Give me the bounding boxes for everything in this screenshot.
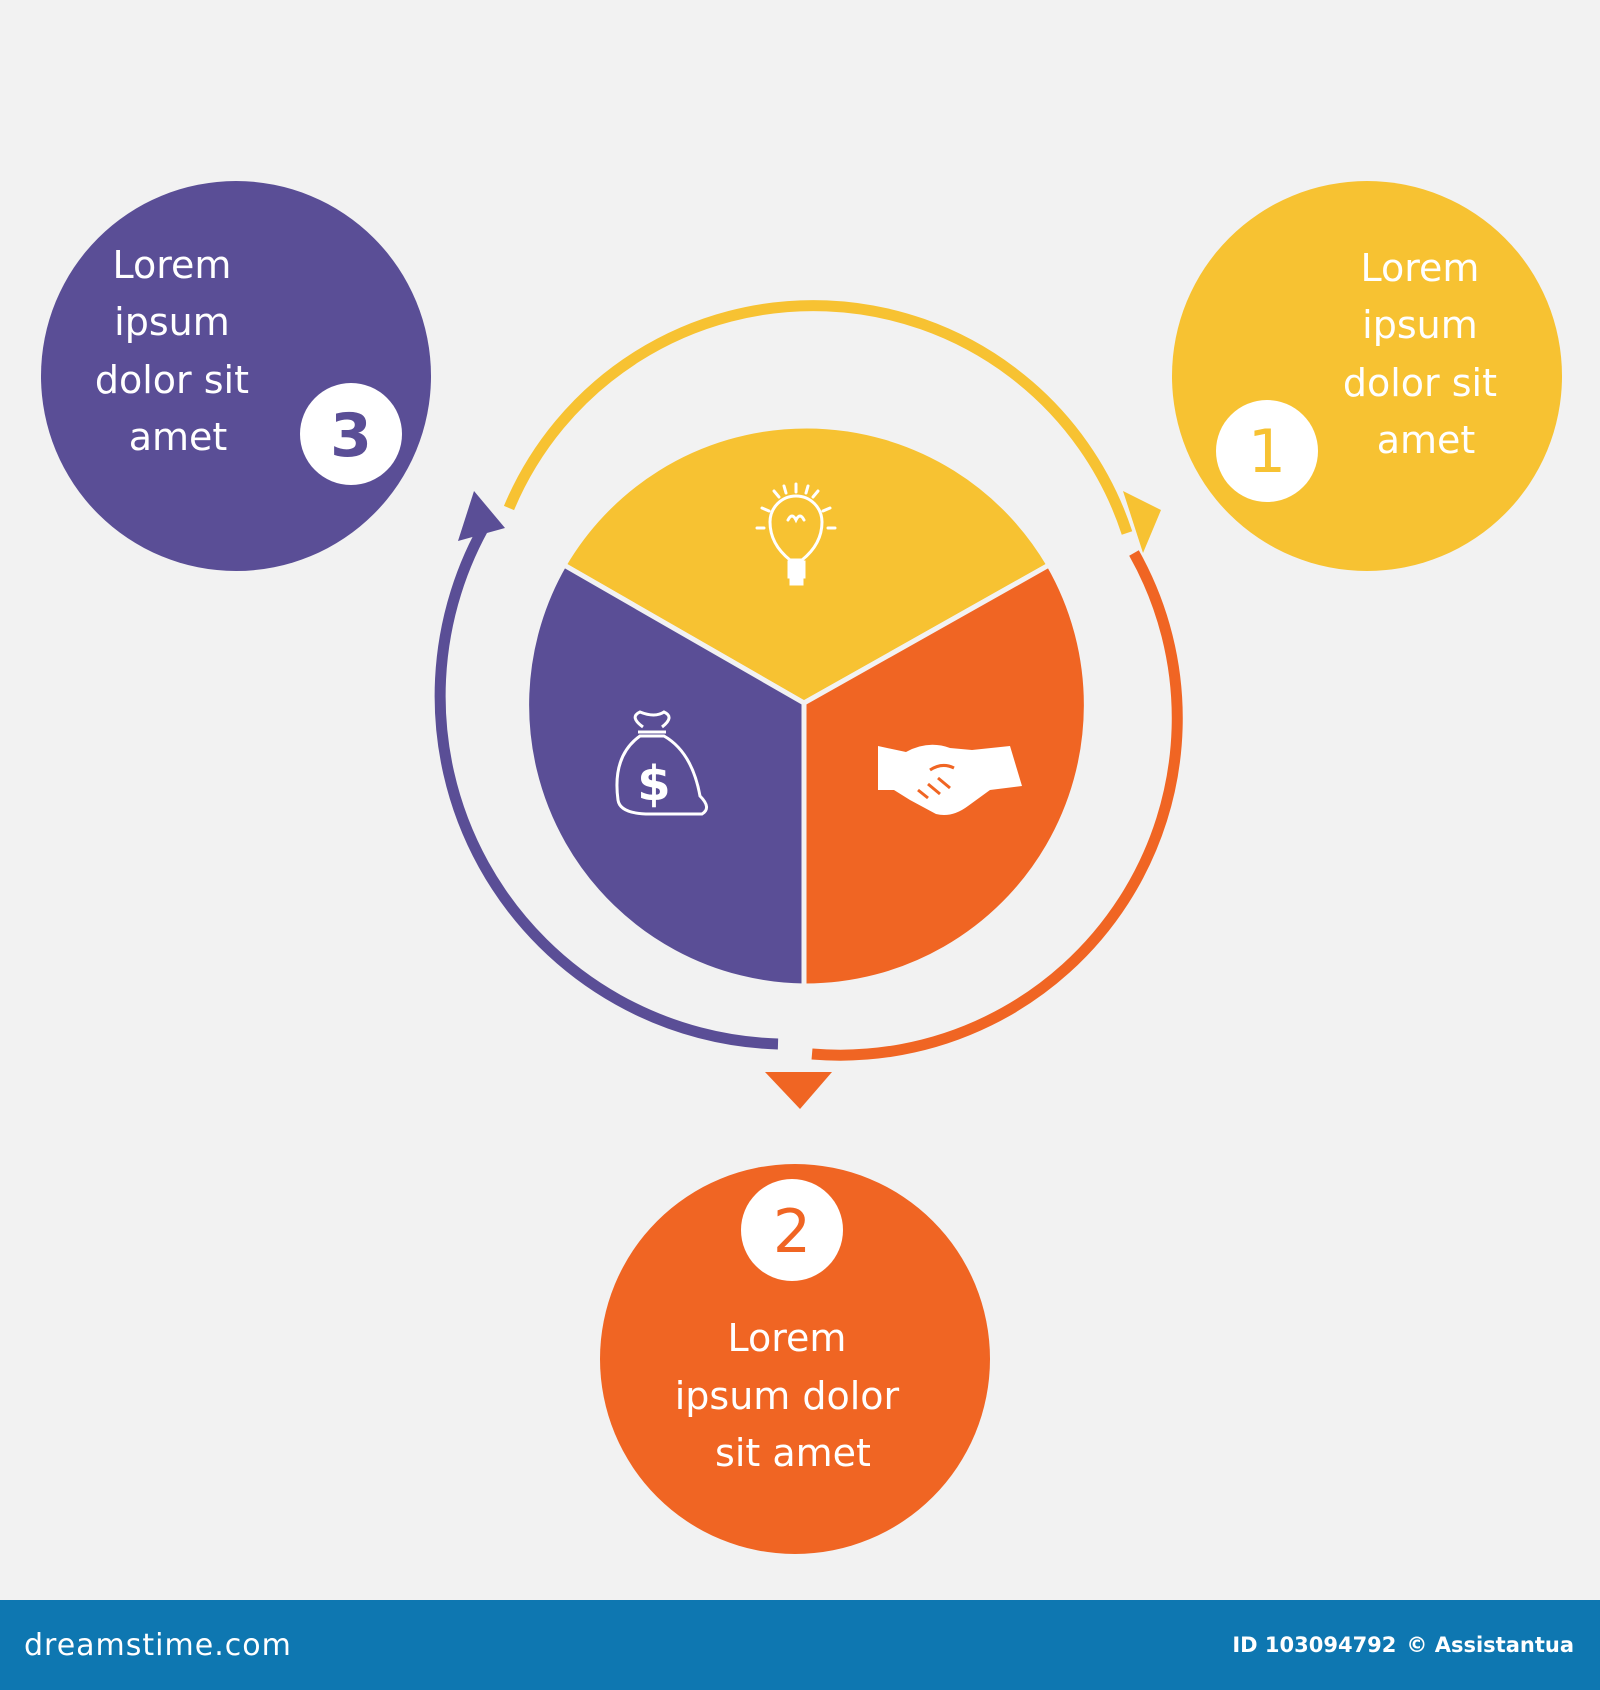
footer-bar: dreamstime.com ID 103094792 © Assistantu… — [0, 1600, 1600, 1690]
step-2-number: 2 — [773, 1197, 811, 1267]
arc-purple — [434, 517, 779, 1050]
step-2-number-badge — [741, 1179, 843, 1281]
step-1-number: 1 — [1248, 417, 1286, 487]
cycle-diagram: $ Lorem ipsum dolor sit amet 1 2 Lorem i… — [41, 181, 1562, 1554]
svg-text:$: $ — [637, 756, 670, 812]
pie-segment-purple — [524, 561, 807, 989]
arrowhead-yellow — [1123, 491, 1161, 553]
handshake-icon — [878, 744, 1022, 815]
step-2: 2 Lorem ipsum dolor sit amet — [600, 1164, 990, 1554]
cycle-arrows — [434, 300, 1183, 1109]
step-1: Lorem ipsum dolor sit amet 1 — [1172, 181, 1562, 571]
step-3-text: Lorem ipsum dolor sit amet — [95, 243, 261, 459]
arrowhead-orange — [765, 1072, 832, 1109]
arrowhead-purple — [458, 491, 505, 541]
footer-credit-group: ID 103094792 © Assistantua — [1232, 1633, 1574, 1657]
center-pie — [524, 423, 1089, 989]
step-2-text: Lorem ipsum dolor sit amet — [675, 1316, 912, 1475]
footer-credit[interactable]: © Assistantua — [1406, 1633, 1574, 1657]
step-3-number-badge — [300, 383, 402, 485]
money-bag-icon: $ — [615, 710, 708, 816]
lightbulb-icon — [755, 482, 837, 586]
arc-yellow — [503, 300, 1133, 535]
step-1-number-badge — [1216, 400, 1318, 502]
arc-orange — [811, 550, 1183, 1061]
footer-image-id: ID 103094792 — [1232, 1633, 1397, 1657]
step-1-text: Lorem ipsum dolor sit amet — [1343, 246, 1509, 462]
footer-brand[interactable]: dreamstime.com — [24, 1627, 292, 1663]
step-3: Lorem ipsum dolor sit amet 3 — [41, 181, 431, 571]
step-3-number: 3 — [330, 401, 372, 471]
step-2-bubble — [600, 1164, 990, 1554]
